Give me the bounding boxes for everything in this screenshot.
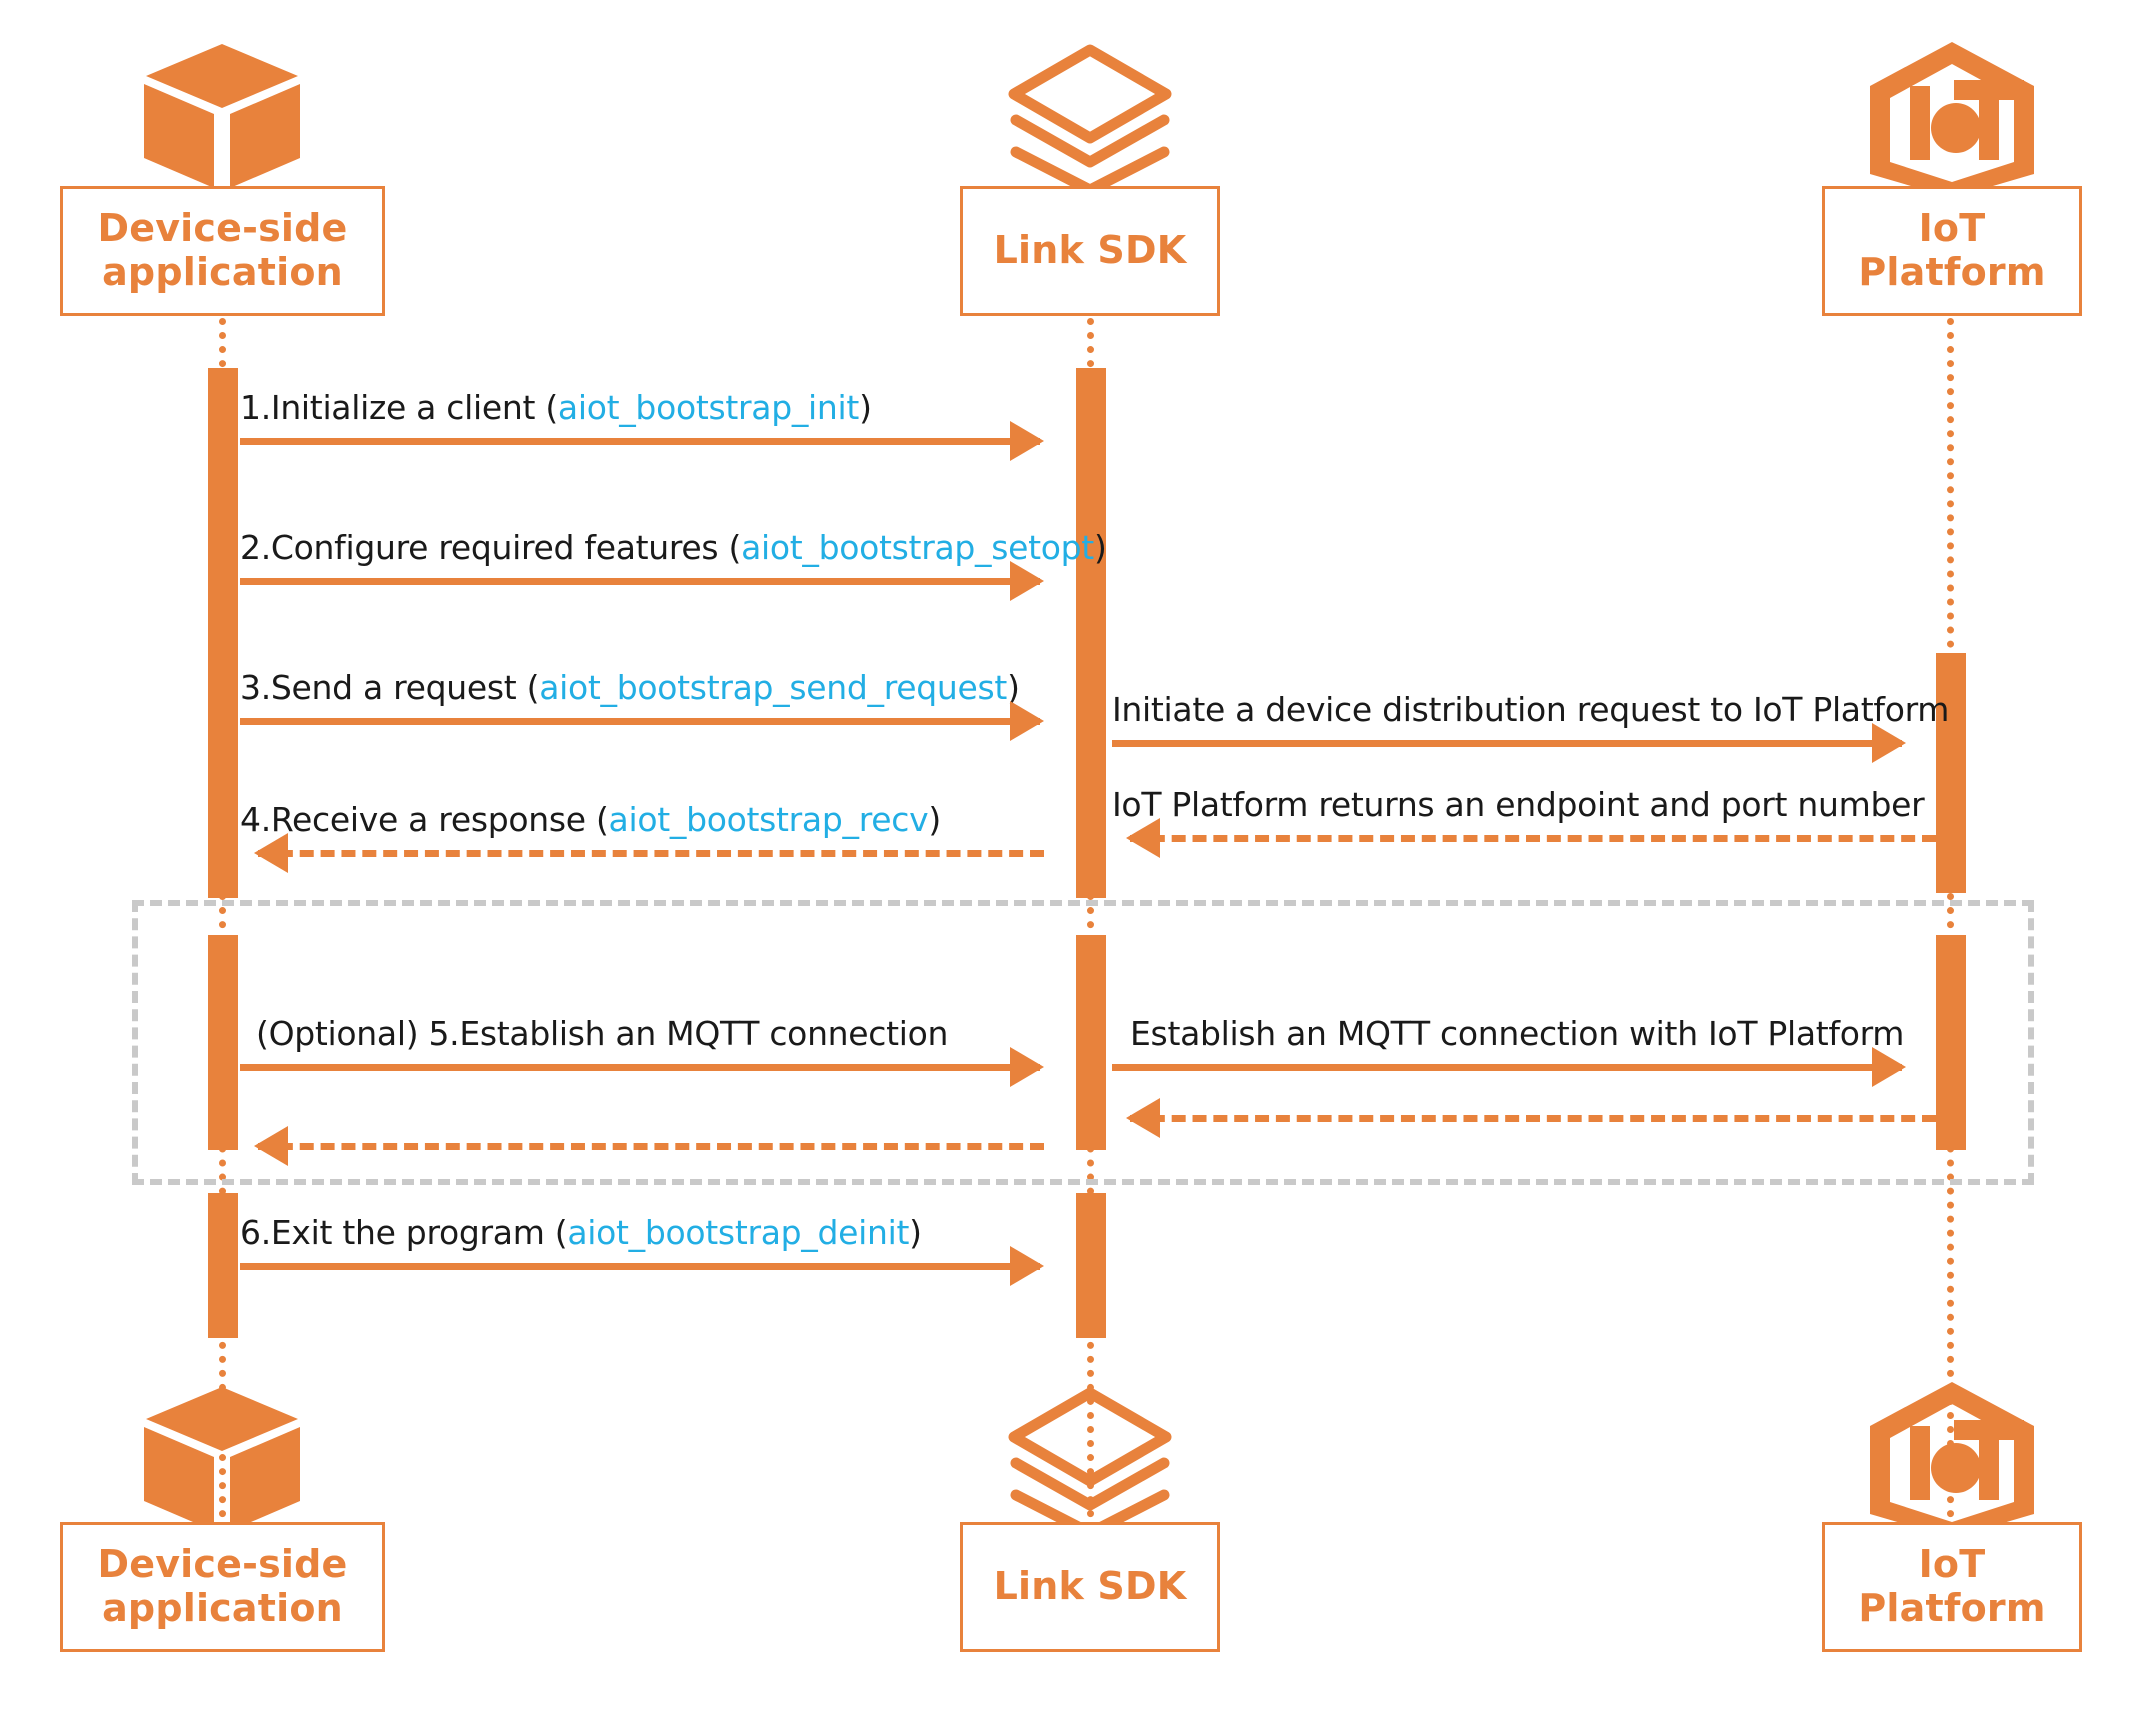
activation-bar-sdk-3	[1076, 648, 1106, 898]
participant-box-sdk-bottom[interactable]: Link SDK	[960, 1522, 1220, 1652]
message-label-1: 1.Initialize a client (aiot_bootstrap_in…	[240, 388, 872, 427]
message-text-4: 4.Receive a response (	[240, 800, 609, 839]
activation-bar-device-5	[208, 1193, 238, 1338]
message-suffix-4: )	[928, 800, 941, 839]
activation-bar-sdk-1	[1076, 368, 1106, 513]
message-suffix-2: )	[1093, 528, 1107, 567]
cube-icon	[142, 42, 302, 192]
participant-box-sdk-top[interactable]: Link SDK	[960, 186, 1220, 316]
participant-label-platform-bottom: IoT Platform	[1858, 1542, 2046, 1630]
message-label-5: (Optional) 5.Establish an MQTT connectio…	[256, 1014, 948, 1053]
participant-box-device-top[interactable]: Device-side application	[60, 186, 385, 316]
activation-bar-platform-2	[1936, 935, 1966, 1150]
message-label-platform-sdk-1: IoT Platform returns an endpoint and por…	[1112, 785, 1925, 824]
message-label-sdk-platform-2: Establish an MQTT connection with IoT Pl…	[1130, 1014, 1904, 1053]
lifeline-device	[219, 318, 226, 1518]
message-api-2: aiot_bootstrap_setopt	[741, 528, 1094, 567]
iot-hexagon-icon-bottom	[1862, 1380, 2042, 1540]
layers-icon	[1000, 42, 1180, 192]
participant-box-platform-top[interactable]: IoT Platform	[1822, 186, 2082, 316]
participant-label-platform-top: IoT Platform	[1858, 206, 2046, 294]
activation-bar-platform-1	[1936, 653, 1966, 893]
message-api-1: aiot_bootstrap_init	[557, 388, 860, 427]
participant-label-device-top: Device-side application	[97, 206, 348, 294]
message-label-6: 6.Exit the program (aiot_bootstrap_deini…	[240, 1213, 922, 1252]
message-text-6: 6.Exit the program (	[240, 1213, 568, 1252]
message-text-sdk-platform-2: Establish an MQTT connection with IoT Pl…	[1130, 1014, 1905, 1053]
message-suffix-1: )	[859, 388, 872, 427]
message-label-sdk-platform-1: Initiate a device distribution request t…	[1112, 690, 1949, 729]
activation-bar-sdk-4	[1076, 935, 1106, 1150]
cube-icon-bottom	[142, 1385, 302, 1535]
activation-bar-device-3	[208, 648, 238, 898]
message-label-2: 2.Configure required features (aiot_boot…	[240, 528, 1107, 567]
message-api-4: aiot_bootstrap_recv	[608, 800, 929, 839]
activation-bar-sdk-2	[1076, 508, 1106, 653]
message-label-4: 4.Receive a response (aiot_bootstrap_rec…	[240, 800, 941, 839]
message-label-3: 3.Send a request (aiot_bootstrap_send_re…	[240, 668, 1020, 707]
activation-bar-device-1	[208, 368, 238, 513]
message-text-sdk-platform-1: Initiate a device distribution request t…	[1112, 690, 1950, 729]
message-api-6: aiot_bootstrap_deinit	[567, 1213, 910, 1252]
activation-bar-sdk-5	[1076, 1193, 1106, 1338]
lifeline-platform	[1947, 318, 1954, 1518]
message-text-2: 2.Configure required features (	[240, 528, 742, 567]
message-text-platform-sdk-1: IoT Platform returns an endpoint and por…	[1112, 785, 1925, 824]
optional-fragment-box	[132, 900, 2034, 1185]
participant-box-platform-bottom[interactable]: IoT Platform	[1822, 1522, 2082, 1652]
message-api-3: aiot_bootstrap_send_request	[539, 668, 1008, 707]
message-text-3: 3.Send a request (	[240, 668, 540, 707]
iot-hexagon-icon	[1862, 40, 2042, 200]
participant-box-device-bottom[interactable]: Device-side application	[60, 1522, 385, 1652]
lifeline-sdk	[1087, 318, 1094, 1518]
participant-label-device-bottom: Device-side application	[97, 1542, 348, 1630]
message-suffix-6: )	[909, 1213, 922, 1252]
layers-icon-bottom	[1000, 1385, 1180, 1535]
participant-label-sdk-bottom: Link SDK	[993, 1564, 1187, 1609]
participant-label-sdk-top: Link SDK	[993, 228, 1187, 273]
activation-bar-device-4	[208, 935, 238, 1150]
message-text-5: (Optional) 5.Establish an MQTT connectio…	[256, 1014, 949, 1053]
message-suffix-3: )	[1007, 668, 1020, 707]
activation-bar-device-2	[208, 508, 238, 653]
message-text-1: 1.Initialize a client (	[240, 388, 558, 427]
